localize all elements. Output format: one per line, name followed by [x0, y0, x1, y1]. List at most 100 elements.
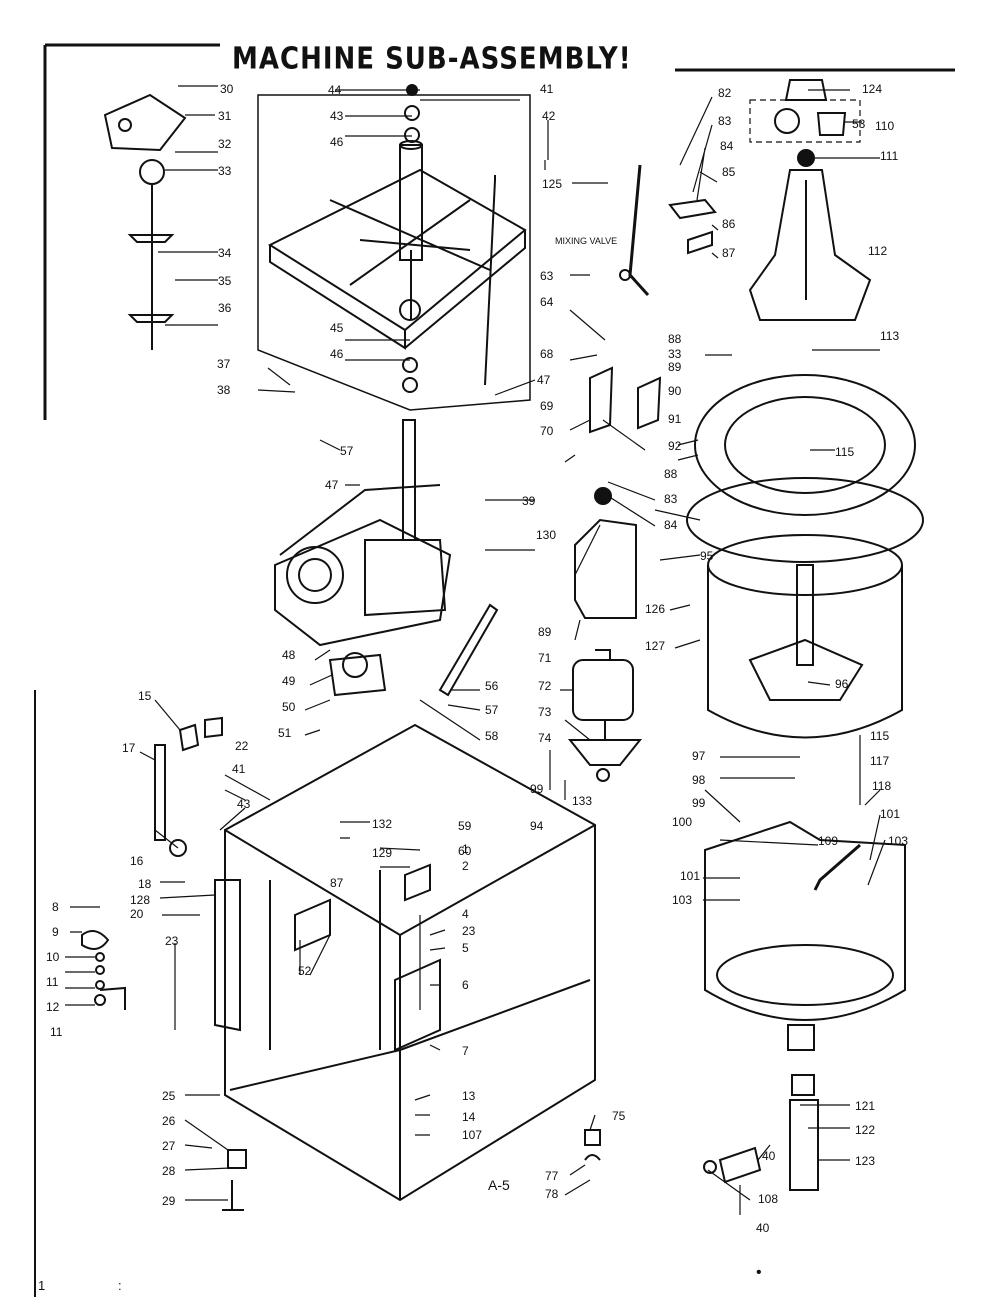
callout: 46: [330, 347, 344, 361]
callout: 98: [692, 773, 706, 787]
callout: 41: [540, 82, 554, 96]
callout: 99: [530, 782, 544, 796]
callout: 58: [485, 729, 499, 743]
callout: 26: [162, 1114, 176, 1128]
callout: 103: [672, 893, 692, 907]
callout: 57: [340, 444, 354, 458]
callout: 110: [875, 119, 894, 133]
footer-mark-mid: :: [118, 1278, 122, 1293]
callout: 128: [130, 893, 150, 907]
callout: 30: [220, 82, 234, 96]
callout: 77: [545, 1169, 559, 1183]
transmission-assembly: [274, 419, 452, 697]
callout: 132: [372, 817, 392, 831]
drain-pump-assembly: [703, 1074, 819, 1191]
callout: 83: [718, 114, 732, 128]
callout: 75: [612, 1109, 626, 1123]
callout: 28: [162, 1164, 176, 1178]
left-side-small-parts: [81, 716, 223, 1010]
callout: 49: [282, 674, 296, 688]
callout: 129: [372, 846, 392, 860]
callout: 44: [328, 83, 342, 97]
callout: 36: [218, 301, 232, 315]
callout: 7: [462, 1044, 469, 1058]
callout: 41: [232, 762, 246, 776]
callout: 22: [235, 739, 249, 753]
callout: 29: [162, 1194, 176, 1208]
inlet-hose-assembly: [619, 164, 717, 297]
callout: 89: [538, 625, 552, 639]
callout: 111: [880, 149, 899, 163]
callout: 101: [880, 807, 900, 821]
callout: 78: [545, 1187, 559, 1201]
callout: 20: [130, 907, 144, 921]
page-code: A-5: [488, 1177, 510, 1193]
callout: 122: [855, 1123, 875, 1137]
callout: 12: [46, 1000, 60, 1014]
base-plate-assembly: [257, 84, 531, 411]
callout: 84: [664, 518, 678, 532]
callout: 23: [462, 924, 476, 938]
callout: 68: [540, 347, 554, 361]
callout: 16: [130, 854, 144, 868]
callout: 69: [540, 399, 554, 413]
callout: 89: [668, 360, 682, 374]
callout: 95: [700, 549, 714, 563]
callout: 133: [572, 794, 592, 808]
callout: 38: [217, 383, 231, 397]
callout: 97: [692, 749, 706, 763]
callout: 37: [217, 357, 231, 371]
callout: 43: [330, 109, 344, 123]
drive-link: [438, 603, 499, 697]
footer-mark-left: 1: [38, 1278, 46, 1293]
callout: 2: [462, 859, 469, 873]
callout: 87: [722, 246, 736, 260]
callout: 92: [668, 439, 682, 453]
callout: 71: [538, 651, 552, 665]
callout: 99: [692, 796, 706, 810]
callout: 113: [880, 329, 899, 343]
callout: 14: [462, 1110, 476, 1124]
callout: 46: [330, 135, 344, 149]
pump-bracket-assembly: [103, 93, 187, 350]
agitator-assembly: [748, 79, 872, 321]
callout: 8: [52, 900, 59, 914]
switch-bracket: [589, 366, 614, 434]
callout: 112: [868, 244, 887, 258]
leader-lines: [65, 85, 886, 1215]
callout: 63: [540, 269, 554, 283]
callout: 64: [540, 295, 554, 309]
callout: 60: [458, 844, 472, 858]
callout: 5: [462, 941, 469, 955]
callout: 108: [758, 1192, 778, 1206]
callout: 91: [668, 412, 682, 426]
callout: 124: [862, 82, 882, 96]
callout: 90: [668, 384, 682, 398]
callout: 48: [282, 648, 296, 662]
callout: 72: [538, 679, 552, 693]
callout: 40: [762, 1149, 776, 1163]
callout: 17: [122, 741, 136, 755]
diagram-title: MACHINE SUB-ASSEMBLY!: [232, 42, 632, 77]
callout: 11: [50, 1025, 63, 1039]
callout: 127: [645, 639, 665, 653]
motor-assembly: [567, 487, 643, 782]
callout-labels: 30 31 32 33 34 35 36 37 38 57 44 43 46 4…: [46, 82, 908, 1235]
callout: 34: [218, 246, 232, 260]
callout: 103: [888, 834, 908, 848]
callout: 32: [218, 137, 232, 151]
callout: 88: [664, 467, 678, 481]
callout: 33: [668, 347, 682, 361]
cabinet-frame: [214, 723, 596, 1202]
callout: 31: [218, 109, 232, 123]
callout: 130: [536, 528, 556, 542]
callout: 39: [522, 494, 536, 508]
callout: 13: [462, 1089, 476, 1103]
callout: 50: [282, 700, 296, 714]
leveling-legs: [222, 1129, 601, 1211]
callout: 42: [542, 109, 556, 123]
callout: 85: [722, 165, 736, 179]
callout: 47: [537, 373, 551, 387]
callout: 53: [852, 117, 866, 131]
